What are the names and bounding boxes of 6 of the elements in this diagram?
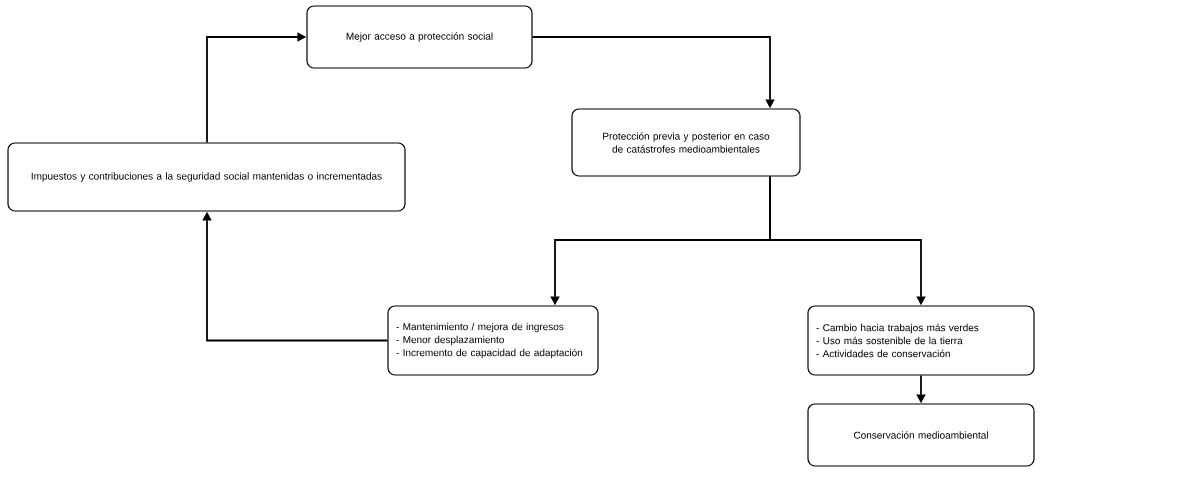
process-box: - Mantenimiento / mejora de ingresos - Menor desplazamiento - Incremento de capacidad de adaptación (387, 305, 599, 376)
process-box: Mejor acceso a protección social (306, 5, 533, 69)
process-box: Conservación medioambiental (807, 403, 1035, 467)
process-box: Impuestos y contribuciones a la seguridad social mantenidas o incrementadas (7, 142, 406, 212)
process-box: - Cambio hacia trabajos más verdes - Uso más sostenible de la tierra - Actividades de conservación (807, 305, 1035, 376)
process-box: Protección previa y posterior en caso de catástrofes medioambientales (571, 108, 801, 177)
